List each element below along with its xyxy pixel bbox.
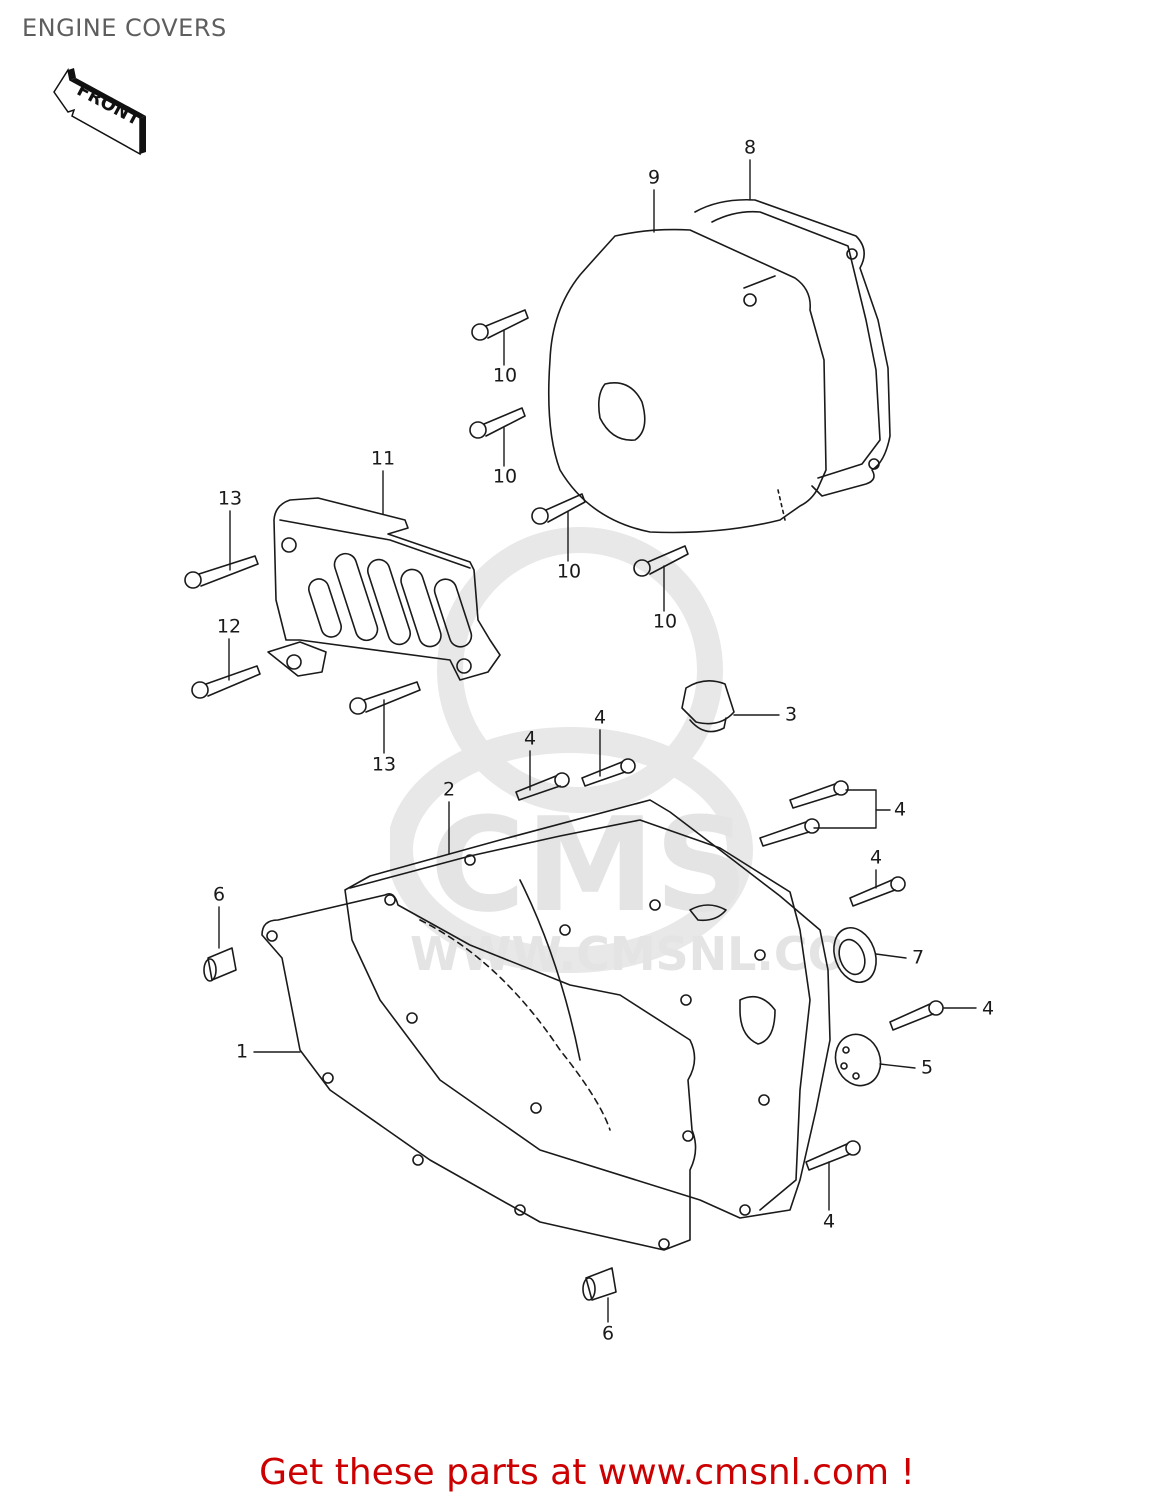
callout-13: 13 (371, 753, 397, 776)
part-11-sprocket-cover (267, 497, 501, 681)
callout-13: 13 (217, 487, 243, 510)
callout-5: 5 (920, 1056, 934, 1079)
callout-4: 4 (593, 706, 607, 729)
callout-7: 7 (911, 946, 925, 969)
callout-11: 11 (370, 447, 396, 470)
callout-2: 2 (442, 778, 456, 801)
callout-10: 10 (492, 465, 518, 488)
callout-4: 4 (981, 997, 995, 1020)
callout-10: 10 (652, 610, 678, 633)
page-title: ENGINE COVERS (22, 14, 227, 42)
svg-text:WWW.CMSNL.COM: WWW.CMSNL.COM (410, 927, 840, 981)
callout-12: 12 (216, 615, 242, 638)
part-4-bolts (515, 758, 944, 1171)
front-arrow-icon: FRONT (53, 68, 146, 156)
callout-6: 6 (601, 1322, 615, 1345)
part-5-cap (834, 1033, 882, 1087)
callout-4: 4 (523, 727, 537, 750)
part-9-generator-cover (547, 228, 827, 534)
part-1-2-crankcase-cover-gasket (261, 799, 831, 1251)
part-8-gasket (694, 198, 891, 497)
callout-1: 1 (235, 1040, 249, 1063)
part-6-dowels (203, 947, 617, 1301)
callout-8: 8 (743, 136, 757, 159)
callout-10: 10 (556, 560, 582, 583)
callout-4: 4 (822, 1210, 836, 1233)
callout-10: 10 (492, 364, 518, 387)
promo-link[interactable]: Get these parts at www.cmsnl.com ! (0, 1452, 1166, 1493)
callout-9: 9 (647, 166, 661, 189)
part-7-oil-seal (833, 927, 877, 983)
callout-6: 6 (212, 883, 226, 906)
callout-3: 3 (784, 703, 798, 726)
leader-lines (218, 159, 977, 1323)
callout-4: 4 (869, 846, 883, 869)
promo-text[interactable]: Get these parts at www.cmsnl.com ! (259, 1452, 915, 1493)
callout-4: 4 (893, 798, 907, 821)
part-3-filler-cap (681, 680, 735, 733)
part-12-13-bolts (184, 555, 421, 715)
cms-watermark: CMS WWW.CMSNL.COM (390, 527, 840, 981)
part-10-bolts (469, 309, 689, 577)
